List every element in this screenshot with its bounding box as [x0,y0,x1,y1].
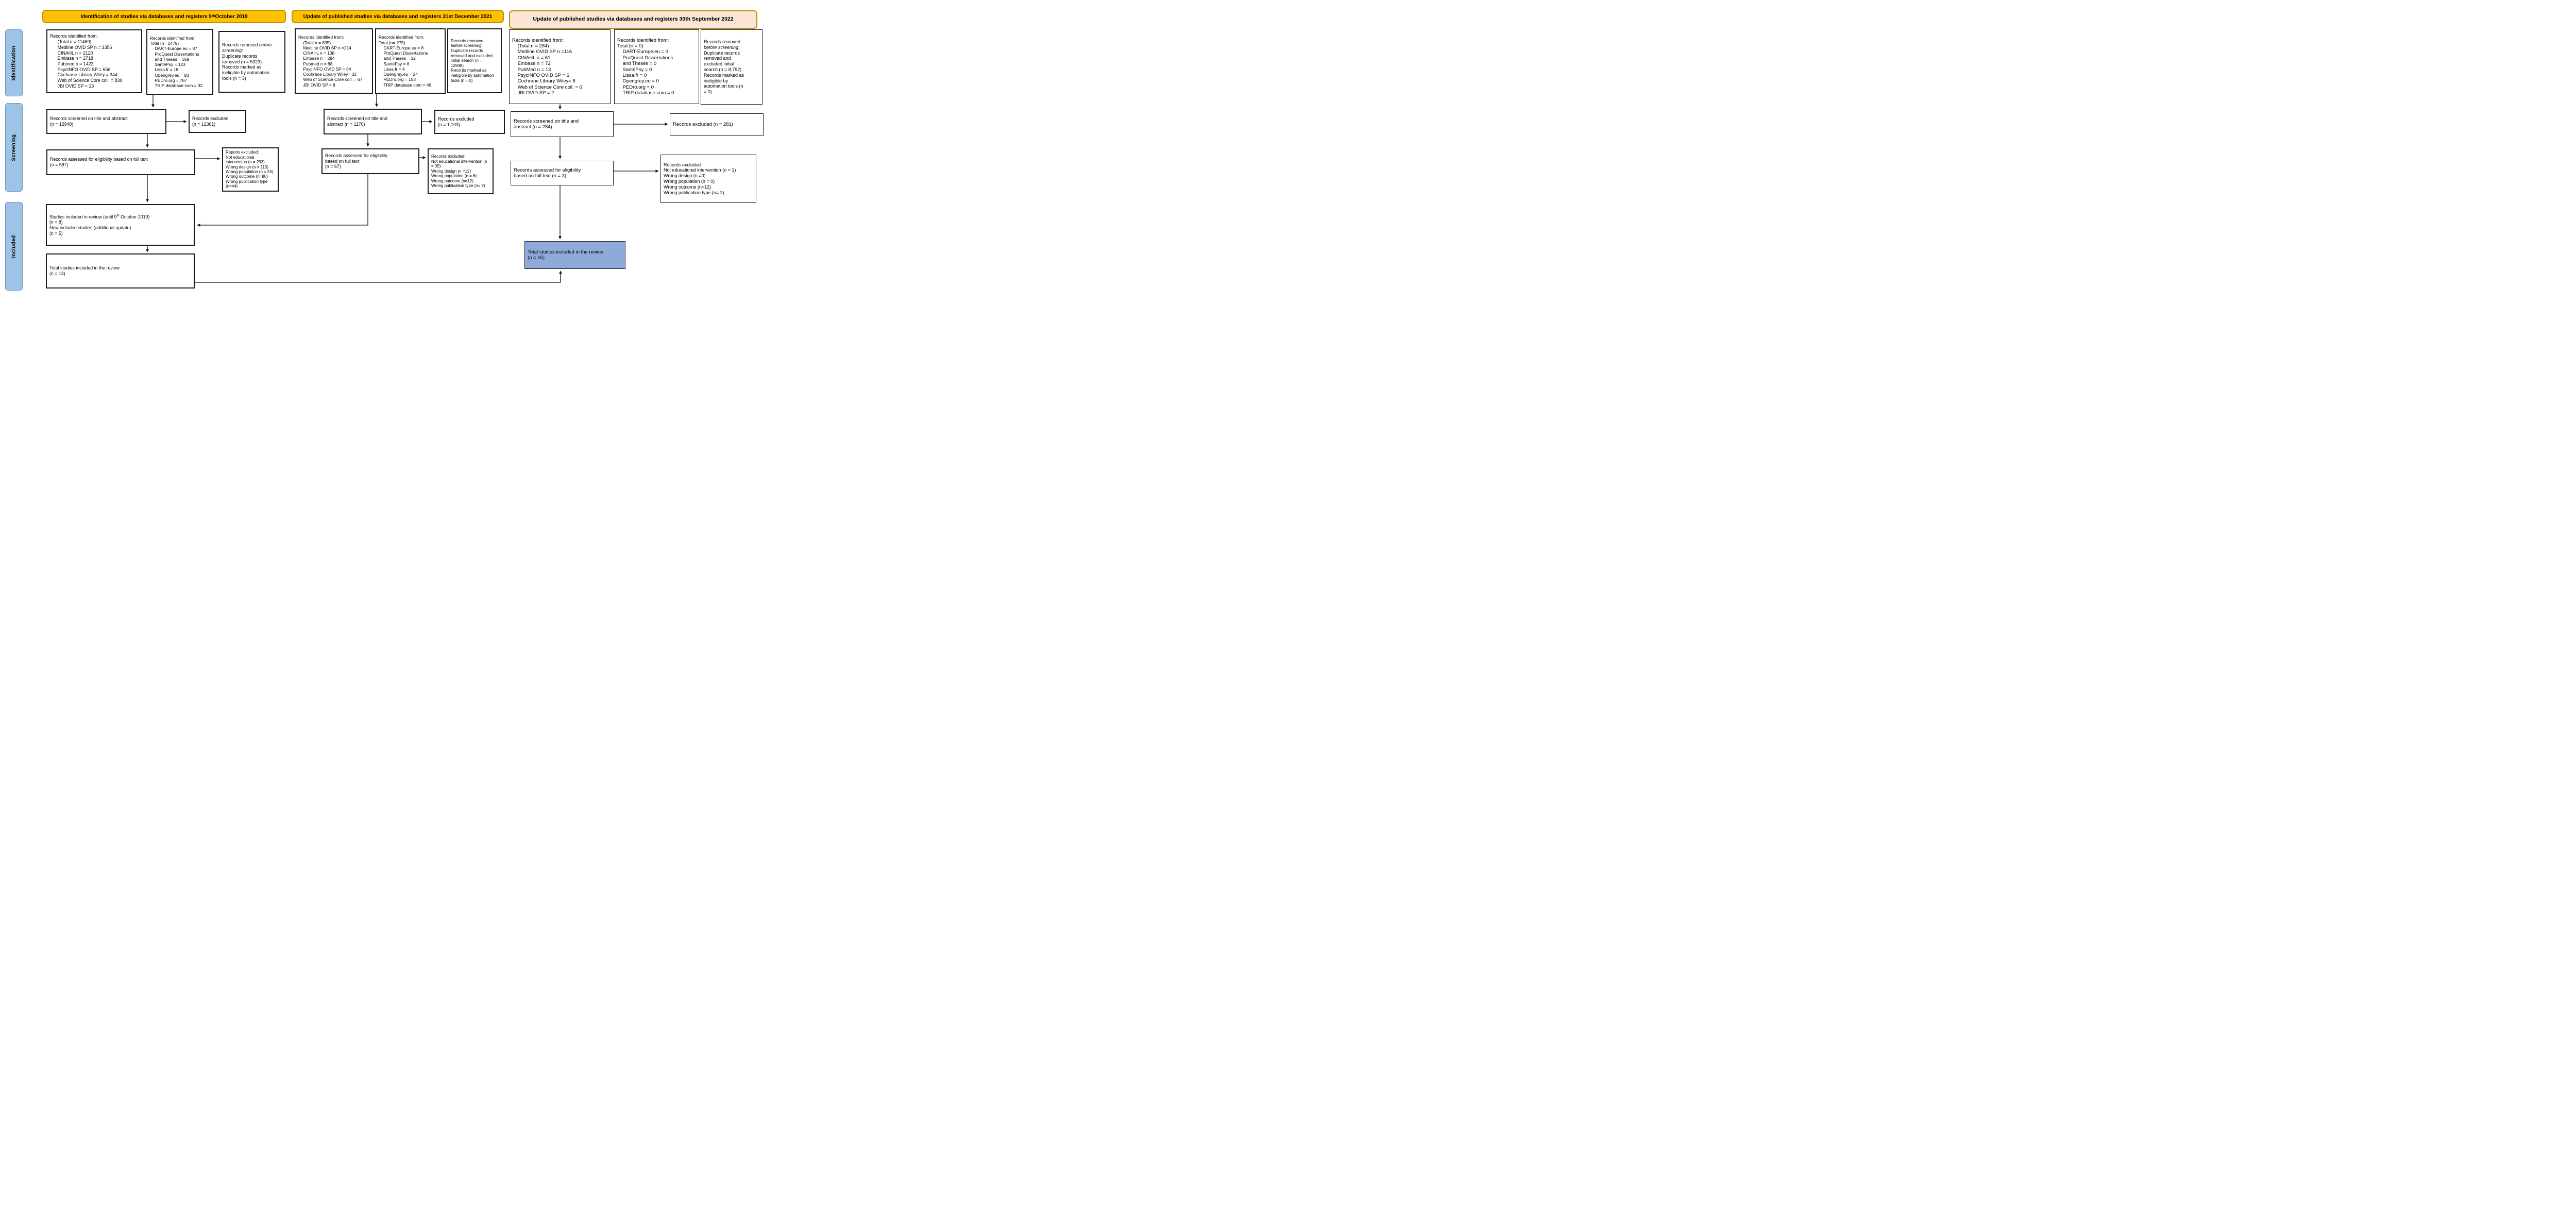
box-2021-records-screened: Records screened on title and abstract (… [324,109,422,134]
box-2022-identified-databases: Records identified from: (Total n = 284)… [509,29,611,104]
box-2019-studies-included: Studies included in review (until 9th Oc… [46,204,195,246]
box-2021-records-assessed: Records assessed for eligibility based o… [321,148,419,174]
box-2021-identified-databases: Records identified from: (Total n = 895)… [295,28,373,94]
phase-label-identification-text: Identification [11,45,17,80]
box-2021-records-excluded-fulltext: Records excluded: Not educational interv… [428,148,494,194]
box-2021-removed-before-screening: Records removed before screening: Duplic… [447,28,502,93]
box-2022-records-screened: Records screened on title and abstract (… [511,111,614,137]
box-2022-records-excluded-fulltext: Records excluded: Not educational interv… [660,155,756,203]
box-2019-reports-excluded: Reports excluded: Not educational interv… [222,147,279,192]
box-2019-records-assessed: Records assessed for eligibility based o… [46,149,195,175]
prisma-flow-diagram: Identification of studies via databases … [0,0,767,301]
phase-label-included-text: Included [11,234,17,258]
phase-label-screening-text: Screening [11,134,17,161]
box-2022-total-included: Total studies included in the review (n … [524,241,625,269]
arrow-2019-total-to-2022-total-included [195,270,562,283]
box-2019-records-excluded: Records excluded (n = 12361) [189,110,246,133]
header-2019: Identification of studies via databases … [42,10,286,23]
box-2021-identified-registers: Records identified from: Total (n= 275) … [375,28,446,94]
box-2021-records-excluded: Records excluded (n = 1,103) [434,110,505,134]
phase-label-identification: Identification [5,29,23,96]
box-2019-total-included: Total studies included in the review (n … [46,253,195,288]
box-2019-removed-before-screening: Records removed before screening: Duplic… [218,31,285,93]
phase-label-included: Included [5,202,23,291]
phase-label-screening: Screening [5,103,23,192]
box-2019-identified-registers: Records identified from: Total (n= 1479)… [146,29,213,95]
box-2022-identified-registers: Records identified from: Total (n = 0) D… [614,29,699,104]
box-2022-records-excluded: Records excluded (n = 281) [670,113,764,136]
box-2019-identified-databases: Records identified from: (Total n = 1146… [46,29,142,93]
box-2022-removed-before-screening: Records removed before screening: Duplic… [701,29,762,105]
header-2021: Update of published studies via database… [292,10,504,23]
box-2019-records-screened: Records screened on title and abstract (… [46,109,166,134]
box-2022-records-assessed: Records assessed for eligibility based o… [511,161,614,185]
header-2022: Update of published studies via database… [509,10,757,29]
